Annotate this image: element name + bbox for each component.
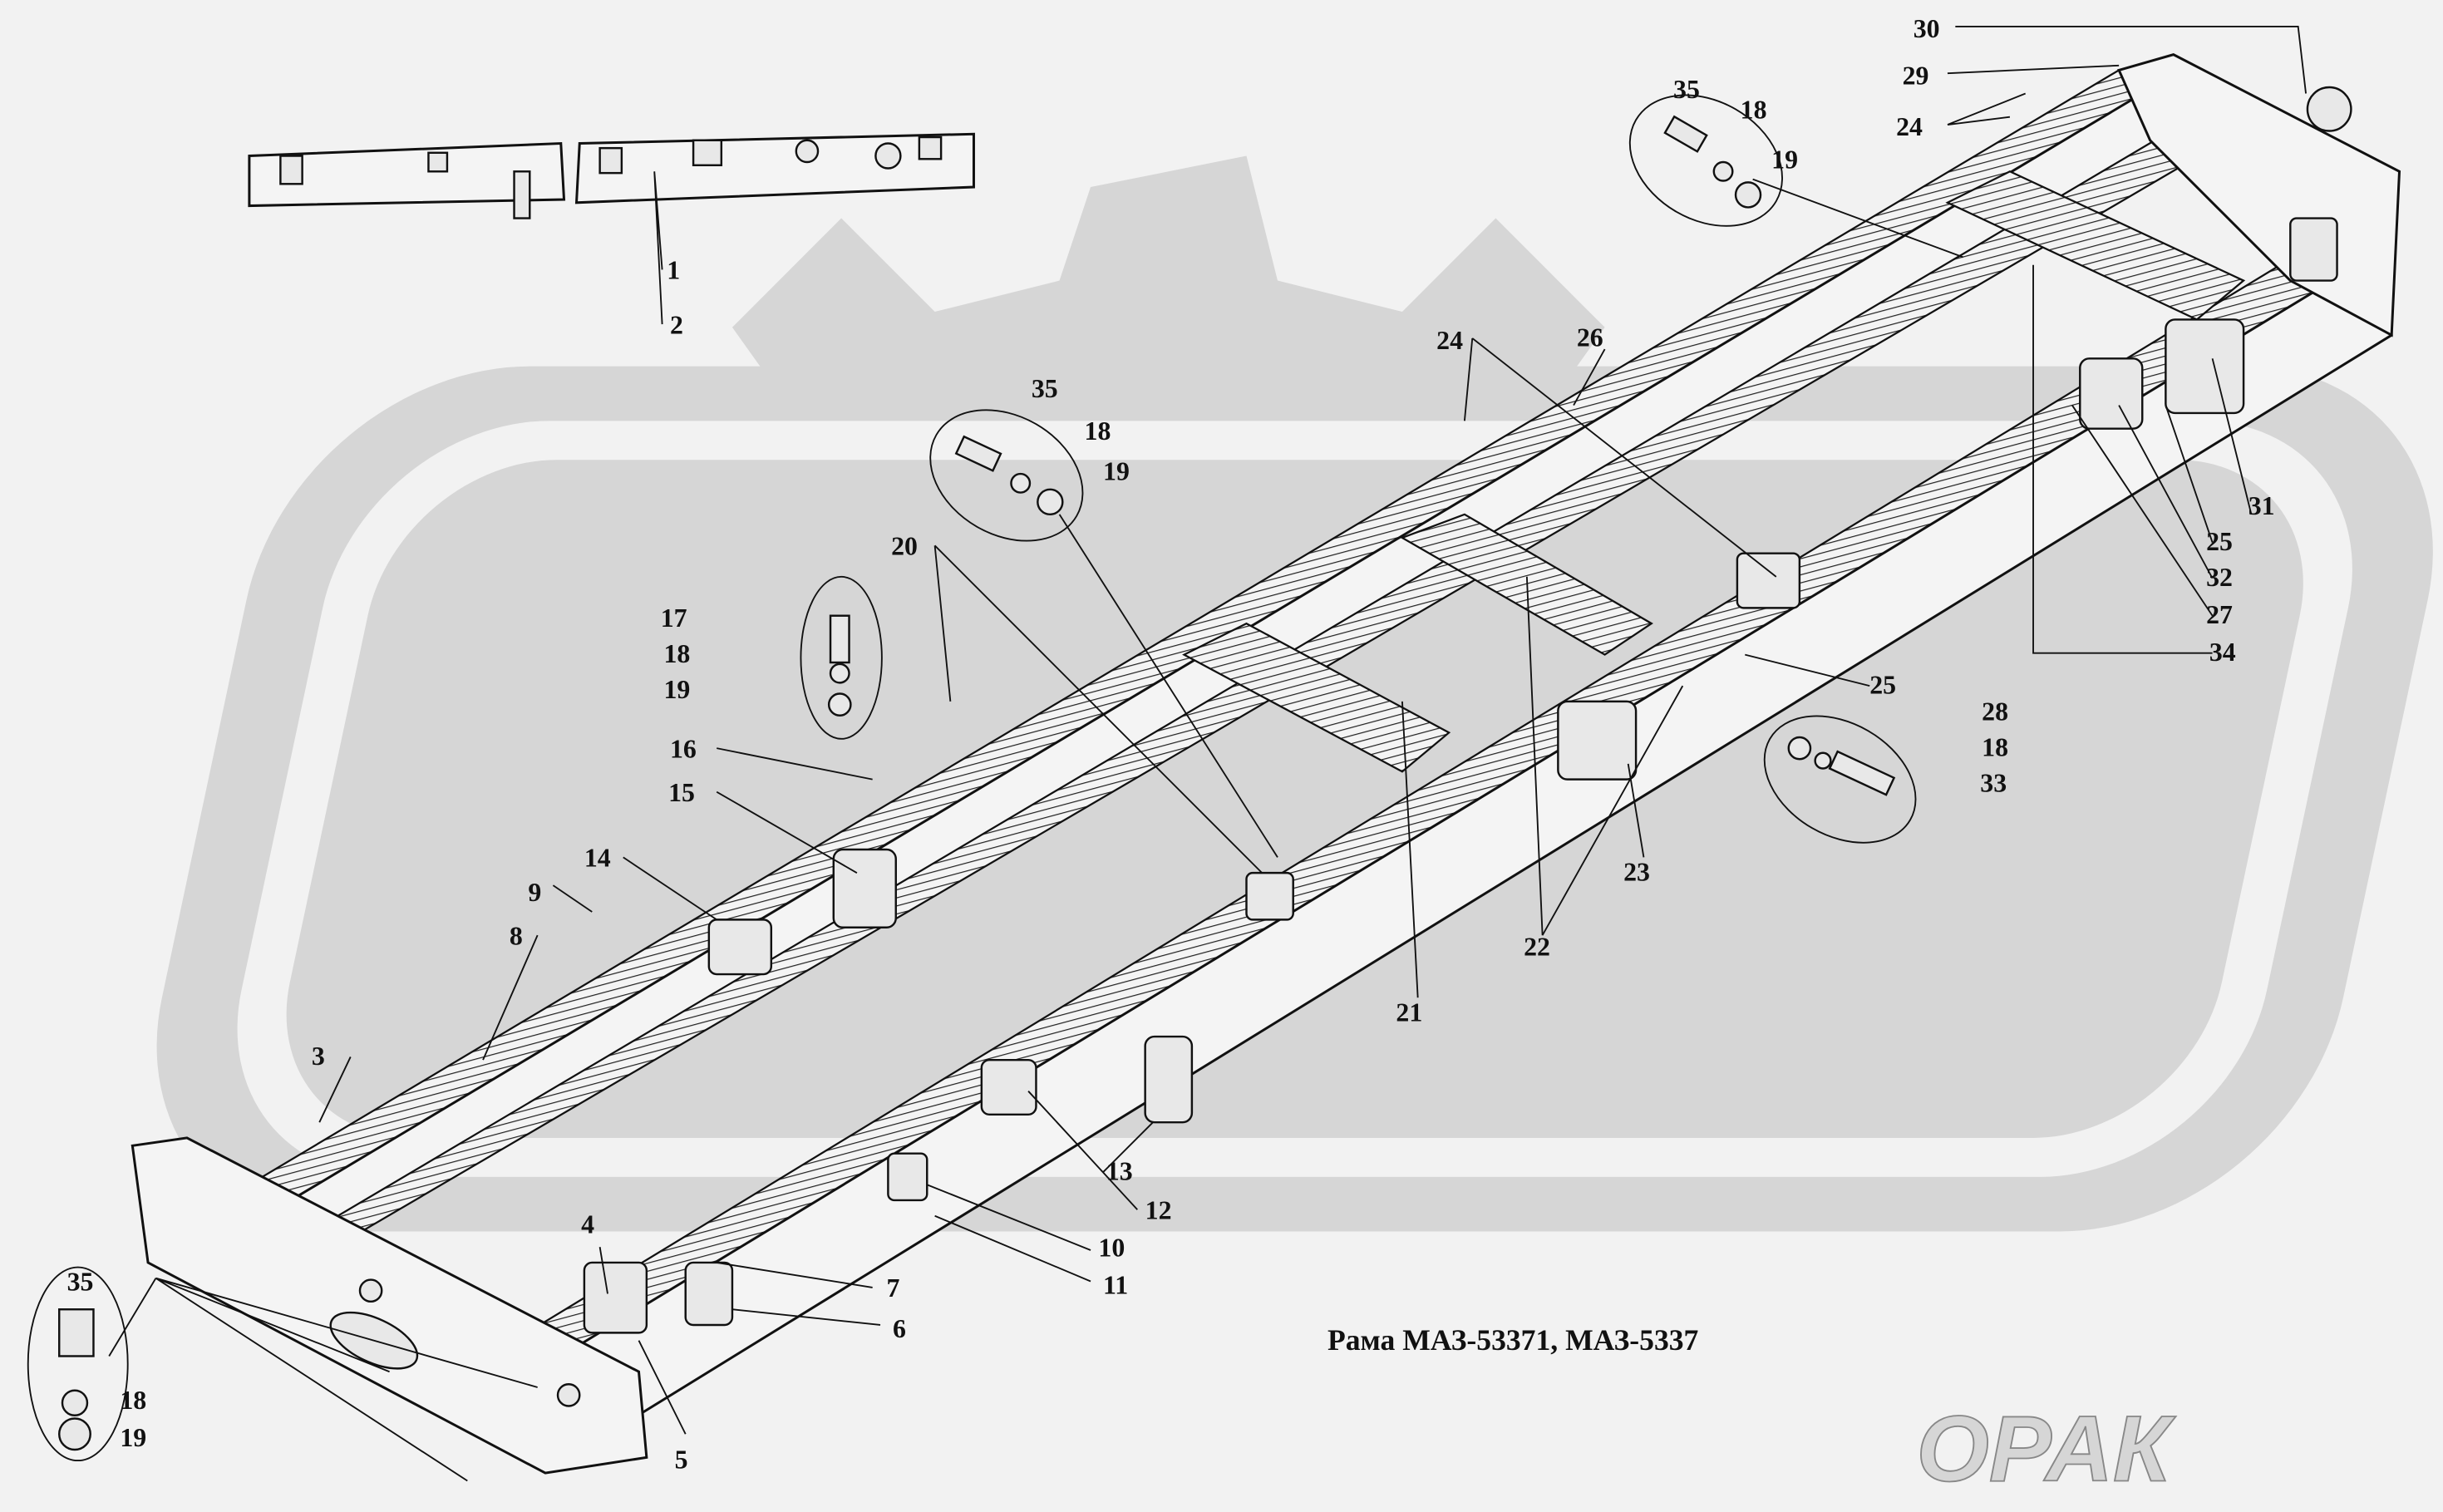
callout: 19 <box>1771 145 1798 175</box>
spring-bracket <box>832 848 897 928</box>
callout: 35 <box>67 1268 94 1297</box>
callout-labels: 30 29 24 35 18 19 26 24 35 18 19 20 17 1… <box>67 14 2275 1474</box>
callout: 31 <box>2248 491 2275 520</box>
callout: 35 <box>1673 75 1700 104</box>
callout: 20 <box>891 532 918 561</box>
callout: 17 <box>661 603 687 633</box>
callout: 21 <box>1396 997 1422 1027</box>
callout: 16 <box>670 734 697 763</box>
callout: 33 <box>1980 769 2007 798</box>
watermark-text: ОРАК <box>1916 1396 2176 1500</box>
callout: 23 <box>1623 858 1650 887</box>
callout: 1 <box>667 256 680 285</box>
leader-lines <box>108 25 2307 1482</box>
callout: 7 <box>887 1273 900 1303</box>
callout: 11 <box>1103 1270 1128 1299</box>
diagram-title: Рама МАЗ-53371, МАЗ-5337 <box>1327 1323 1698 1357</box>
callout: 5 <box>675 1445 688 1474</box>
callout: 12 <box>1145 1195 1172 1224</box>
callout: 10 <box>1098 1233 1125 1262</box>
callout: 4 <box>581 1209 594 1239</box>
callout: 25 <box>1869 670 1896 699</box>
callout: 15 <box>668 778 695 807</box>
callout: 14 <box>584 844 611 873</box>
callout: 9 <box>528 878 541 907</box>
callout: 32 <box>2206 563 2233 592</box>
callout: 26 <box>1577 323 1603 352</box>
callout: 35 <box>1032 374 1058 403</box>
callout: 18 <box>1982 732 2008 761</box>
callout: 3 <box>312 1042 325 1071</box>
callout: 13 <box>1106 1157 1133 1186</box>
callout: 24 <box>1896 112 1923 141</box>
callout: 27 <box>2206 600 2233 629</box>
callout: 19 <box>1103 457 1130 486</box>
fastener-details <box>27 94 1917 1462</box>
callout: 34 <box>2209 638 2236 667</box>
callout: 19 <box>663 675 690 704</box>
callout: 30 <box>1914 14 1940 43</box>
callout: 25 <box>2206 527 2233 556</box>
callout: 8 <box>510 921 523 950</box>
callout: 18 <box>1741 96 1767 125</box>
rail-side-view <box>248 132 975 219</box>
callout: 29 <box>1903 61 1929 90</box>
callout: 18 <box>120 1386 146 1415</box>
callout: 19 <box>120 1423 146 1452</box>
frame <box>131 53 2401 1475</box>
callout: 18 <box>1085 416 1111 446</box>
callout: 24 <box>1436 326 1463 355</box>
callout: 2 <box>670 310 683 339</box>
callout: 6 <box>893 1314 906 1343</box>
callout: 28 <box>1982 697 2008 726</box>
callout: 22 <box>1524 933 1550 962</box>
front-bumper <box>131 1136 648 1475</box>
callout: 18 <box>663 639 690 668</box>
